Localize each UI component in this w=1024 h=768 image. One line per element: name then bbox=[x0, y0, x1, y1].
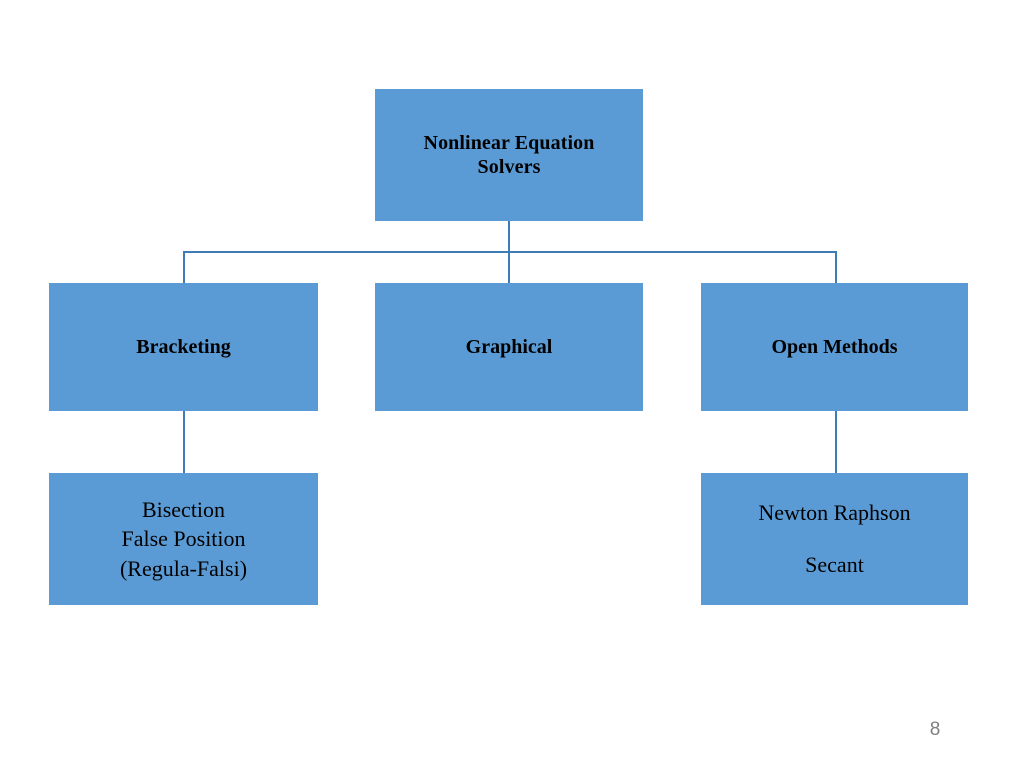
node-open-methods-list[interactable]: Newton Raphson Secant bbox=[701, 473, 968, 605]
connector-open-methods-to-list bbox=[835, 411, 837, 473]
node-label: Bracketing bbox=[136, 336, 231, 358]
node-bracketing[interactable]: Bracketing bbox=[49, 283, 318, 411]
page-number: 8 bbox=[929, 719, 941, 740]
connector-root-stem bbox=[508, 221, 510, 252]
node-open-methods[interactable]: Open Methods bbox=[701, 283, 968, 411]
node-label: Nonlinear Equation Solvers bbox=[423, 132, 595, 178]
node-label: Bisection False Position (Regula-Falsi) bbox=[119, 497, 248, 581]
node-nonlinear-equation-solvers[interactable]: Nonlinear Equation Solvers bbox=[375, 89, 643, 221]
connector-bracketing-to-methods bbox=[183, 411, 185, 473]
connector-root-to-open-methods bbox=[835, 251, 837, 283]
node-bracketing-methods[interactable]: Bisection False Position (Regula-Falsi) bbox=[49, 473, 318, 605]
connector-root-to-bracketing bbox=[183, 251, 185, 283]
connector-horizontal-bus bbox=[183, 251, 837, 253]
node-label: Newton Raphson Secant bbox=[758, 500, 911, 577]
node-label: Graphical bbox=[465, 336, 553, 358]
connector-root-to-graphical bbox=[508, 251, 510, 283]
node-graphical[interactable]: Graphical bbox=[375, 283, 643, 411]
node-label: Open Methods bbox=[771, 336, 898, 358]
